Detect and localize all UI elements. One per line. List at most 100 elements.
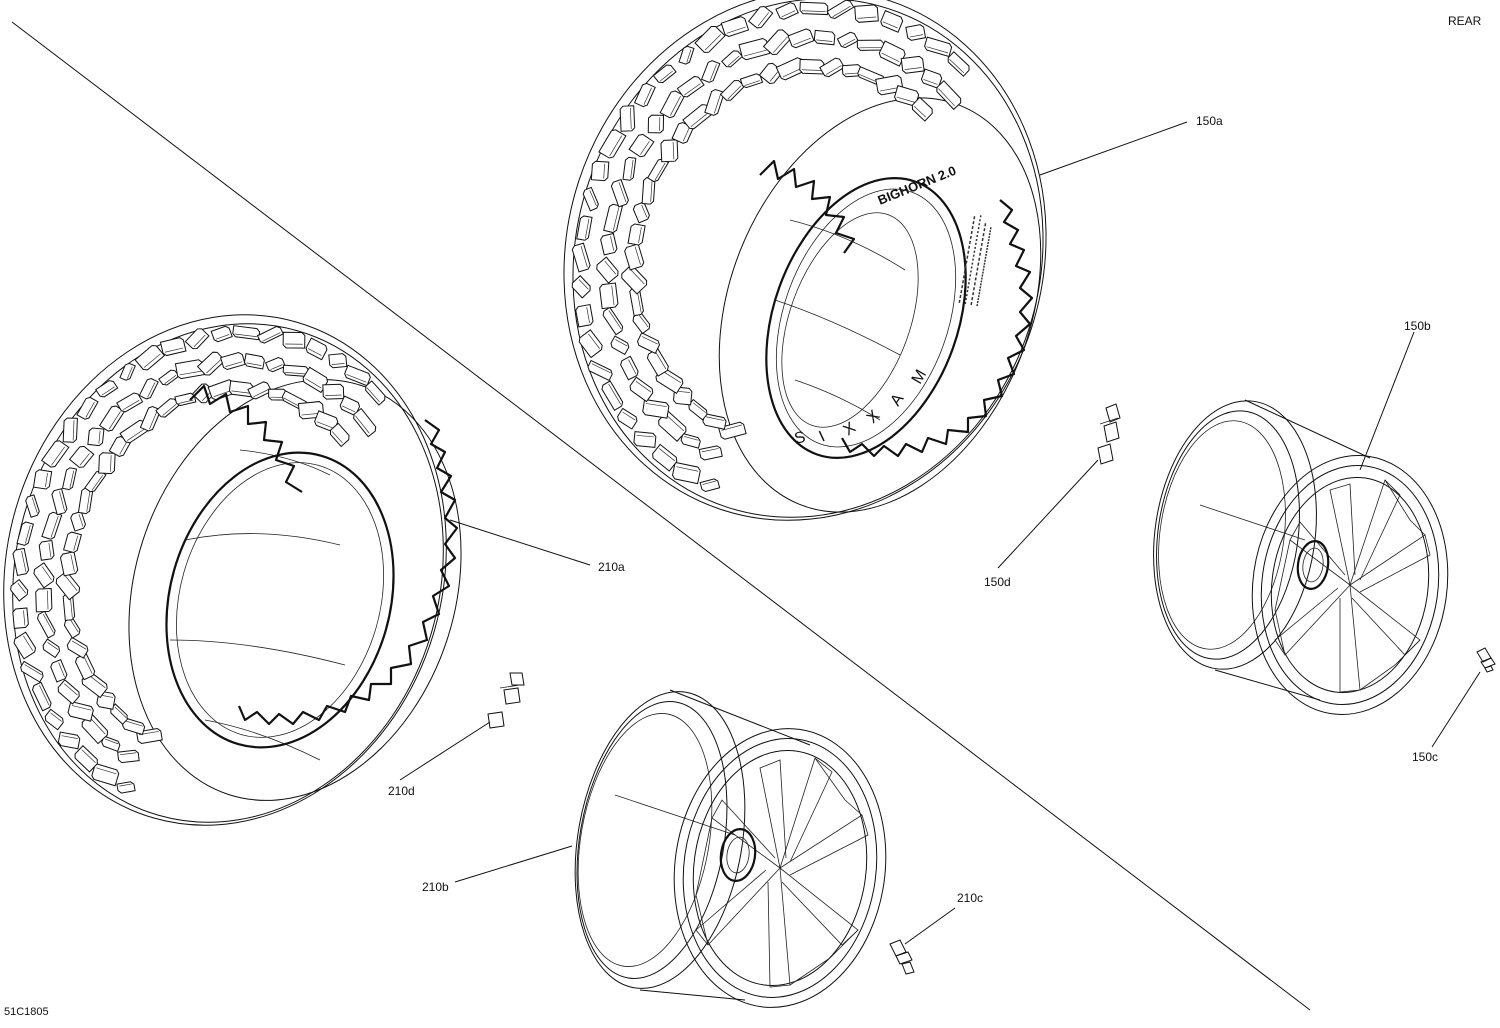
callout-150a: 150a	[1196, 115, 1223, 127]
tread-block	[13, 608, 29, 628]
tread-block	[39, 541, 55, 561]
front-sidewall-serrations	[190, 386, 457, 724]
tread-block	[17, 521, 33, 546]
tread-block	[139, 377, 158, 400]
tread-block	[118, 750, 140, 763]
tread-block	[857, 40, 883, 50]
tread-block	[749, 5, 773, 30]
brand-letter: S	[793, 429, 808, 448]
tread-block	[31, 682, 52, 710]
rear-balance-weight-150d	[1098, 404, 1120, 464]
tread-block	[36, 589, 52, 612]
tread-block	[935, 81, 963, 110]
tread-block	[587, 361, 614, 381]
tread-block	[679, 45, 694, 65]
tread-block	[906, 24, 926, 41]
tread-block	[70, 445, 94, 470]
tread-block	[96, 379, 118, 399]
callout-150c: 150c	[1412, 751, 1438, 763]
tread-block	[880, 11, 904, 33]
tread-block	[800, 2, 828, 14]
tread-block	[739, 38, 770, 61]
tread-block	[820, 57, 845, 79]
tread-block	[185, 327, 209, 351]
tread-block	[599, 283, 618, 309]
tread-block	[591, 161, 608, 181]
tread-block	[601, 307, 624, 334]
tread-block	[117, 391, 143, 413]
tread-block	[64, 531, 82, 553]
callout-210d: 210d	[388, 785, 415, 797]
tread-block	[610, 180, 629, 207]
diagram-code: 51C1805	[4, 1006, 49, 1018]
tread-block	[117, 781, 135, 793]
tread-block	[232, 326, 260, 340]
tread-block	[42, 439, 69, 469]
tread-block	[629, 133, 654, 159]
tread-block	[855, 5, 879, 23]
tread-block	[60, 552, 78, 576]
tread-block	[680, 434, 701, 449]
brand-letter: M	[909, 367, 930, 387]
tread-block	[619, 356, 639, 380]
front-balance-weight-210d	[488, 673, 524, 728]
tread-block	[244, 354, 265, 369]
tread-block	[135, 344, 164, 372]
tread-block	[63, 467, 77, 490]
tread-block	[159, 368, 179, 386]
brand-letter: A	[887, 391, 907, 410]
tread-block	[837, 31, 858, 49]
tread-block	[635, 82, 656, 108]
callout-210a: 210a	[598, 561, 625, 573]
tread-block	[599, 128, 626, 159]
tread-block	[610, 336, 631, 354]
tread-block	[814, 30, 835, 44]
tread-block	[577, 330, 604, 358]
tread-block	[575, 305, 593, 327]
front-wheel-spokes	[696, 758, 868, 987]
tread-block	[642, 399, 669, 418]
tread-block	[160, 337, 186, 356]
tread-block	[653, 63, 676, 84]
tread-block	[661, 140, 678, 162]
tread-block	[323, 384, 344, 399]
brand-letter: X	[864, 407, 884, 427]
tread-block	[600, 234, 618, 255]
tread-block	[19, 661, 45, 682]
tread-block	[700, 478, 719, 492]
tread-block	[283, 332, 305, 348]
tread-block	[77, 396, 98, 421]
rear-wheel-spokes	[1275, 480, 1430, 692]
tread-block	[901, 56, 924, 74]
tread-block	[623, 157, 636, 181]
tread-block	[36, 611, 57, 638]
callout-210b: 210b	[422, 881, 449, 893]
tread-block	[56, 680, 81, 704]
tread-block	[582, 187, 600, 210]
front-valve-stem-210c	[890, 940, 914, 974]
tread-block	[88, 428, 104, 446]
tread-block	[58, 732, 80, 749]
tread-block	[672, 462, 701, 483]
tread-block	[258, 325, 284, 344]
tread-block	[221, 352, 245, 371]
tread-block	[248, 381, 272, 401]
tread-block	[624, 244, 645, 270]
tread-block	[34, 469, 52, 489]
front-tire-tread-blocks	[9, 325, 387, 793]
tread-block	[211, 325, 232, 342]
tread-block	[51, 489, 68, 515]
rear-tire-150a: M A X X I S BIGHORN 2.0	[496, 0, 1114, 583]
tread-block	[67, 701, 94, 721]
tread-block	[99, 453, 115, 474]
tread-block	[63, 418, 77, 443]
front-wheel-210b	[553, 678, 903, 1021]
rear-sidewall-serrations	[760, 161, 1032, 456]
front-tire-210a	[0, 262, 514, 878]
tread-block	[634, 432, 656, 448]
tread-block	[620, 106, 635, 132]
tread-block	[70, 511, 87, 531]
tread-block	[604, 204, 623, 234]
tread-block	[32, 563, 56, 588]
rear-wheel-150b	[1137, 390, 1464, 727]
